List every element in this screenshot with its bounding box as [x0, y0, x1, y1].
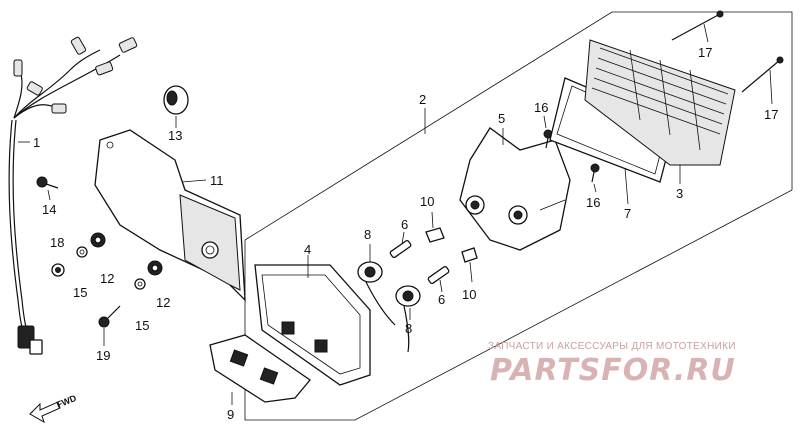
bracket-11: [94, 129, 246, 302]
watermark-tagline: ЗАПЧАСТИ И АКСЕССУАРЫ ДЛЯ МОТОТЕХНИКИ: [488, 341, 736, 352]
callout-12b: 12: [156, 295, 170, 310]
nut-12a: [90, 232, 106, 248]
leader-6b: [439, 279, 443, 293]
gasket-9: [209, 334, 311, 403]
callout-8b: 8: [405, 321, 412, 336]
leader-14: [47, 189, 51, 201]
callout-6a: 6: [401, 217, 408, 232]
callout-16a: 16: [534, 100, 548, 115]
callout-5: 5: [498, 111, 505, 126]
callout-18: 18: [50, 235, 64, 250]
callout-15a: 15: [73, 285, 87, 300]
socket-8b: [395, 285, 421, 353]
bolt-17a: [671, 10, 724, 41]
callout-1: 1: [33, 135, 40, 150]
callout-13: 13: [168, 128, 182, 143]
callout-15b: 15: [135, 318, 149, 333]
bulb-10b: [461, 247, 478, 263]
callout-4: 4: [304, 242, 311, 257]
nut-12b: [147, 260, 163, 276]
leader-6a: [401, 231, 405, 245]
wire-harness: [8, 36, 138, 355]
bulb-6a: [389, 239, 412, 259]
callout-14: 14: [42, 202, 56, 217]
forward-arrow-icon: FWD: [29, 393, 78, 424]
callout-19: 19: [96, 348, 110, 363]
callout-2: 2: [419, 92, 426, 107]
callout-16b: 16: [586, 195, 600, 210]
fwd-label: FWD: [55, 393, 78, 410]
callout-11: 11: [210, 173, 224, 188]
grommet-13: [163, 85, 189, 115]
leader-17b: [769, 69, 773, 105]
washer-15a: [76, 246, 88, 258]
bolt-14: [36, 176, 59, 189]
washer-15b: [134, 278, 146, 290]
watermark-logo: PARTSFOR.RU: [490, 353, 736, 388]
housing-5: [459, 127, 571, 251]
callout-3: 3: [676, 186, 683, 201]
leader-11: [181, 179, 207, 183]
bulb-6b: [427, 265, 450, 285]
callout-10b: 10: [462, 287, 476, 302]
leader-7: [624, 167, 629, 205]
leader-17a: [703, 23, 709, 43]
leader-16b: [593, 183, 597, 193]
assembly-outline: [244, 11, 793, 421]
callout-9: 9: [227, 407, 234, 422]
plate-4: [254, 264, 371, 386]
leader-10b: [469, 261, 473, 283]
callout-17a: 17: [698, 45, 712, 60]
leader-10a: [431, 211, 434, 229]
screw-16a: [543, 129, 553, 149]
callout-8a: 8: [364, 227, 371, 242]
callout-10a: 10: [420, 194, 434, 209]
watermark: ЗАПЧАСТИ И АКСЕССУАРЫ ДЛЯ МОТОТЕХНИКИ PA…: [488, 341, 736, 388]
tail-lens-3: [584, 39, 736, 166]
callout-6b: 6: [438, 292, 445, 307]
callout-12a: 12: [100, 271, 114, 286]
screw-16b: [590, 163, 600, 183]
screw-19: [98, 305, 121, 328]
bulb-10a: [425, 227, 445, 243]
callout-17b: 17: [764, 107, 778, 122]
bolt-17b: [741, 56, 784, 93]
leader-16a: [543, 115, 547, 129]
nut-18: [51, 263, 65, 277]
callout-7: 7: [624, 206, 631, 221]
